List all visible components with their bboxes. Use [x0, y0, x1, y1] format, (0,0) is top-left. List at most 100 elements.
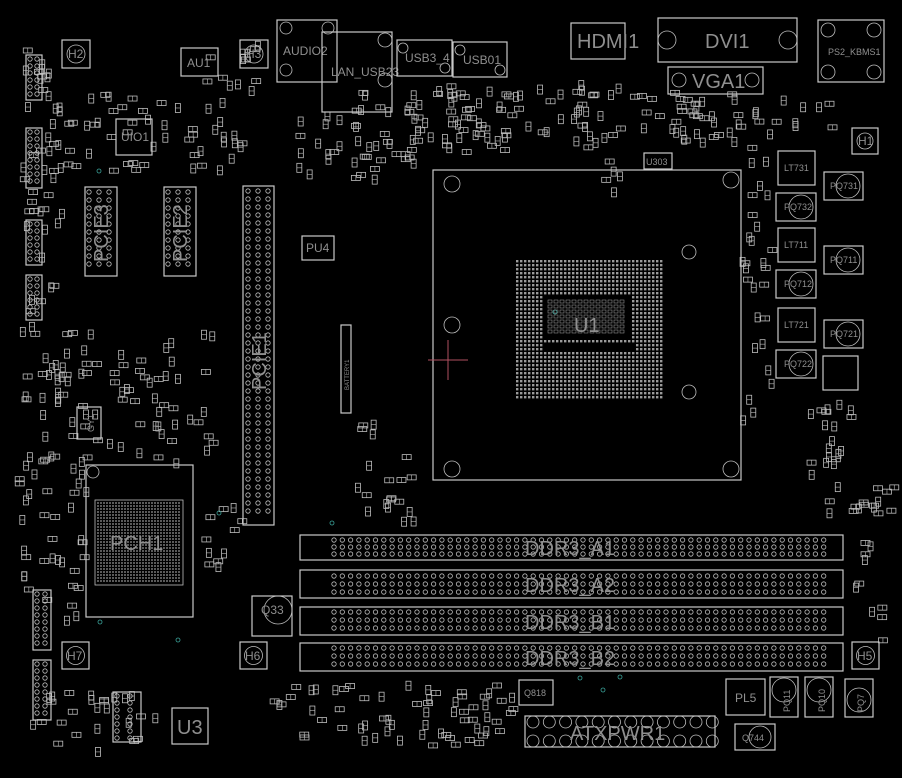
pin — [356, 645, 362, 651]
lga-pad — [540, 304, 543, 307]
component-crystal[interactable] — [822, 355, 859, 391]
lga-pad — [632, 296, 635, 299]
pin — [630, 551, 636, 557]
pin — [255, 484, 261, 490]
cap — [559, 299, 565, 304]
mount-hole-h5[interactable]: H5 — [851, 641, 880, 670]
bga-ball — [139, 559, 141, 561]
pin — [480, 551, 486, 557]
mosfet-q744[interactable]: Q744 — [734, 723, 776, 751]
connector-ps2-kbms1[interactable]: PS2_KBMS1 — [817, 19, 885, 83]
smd-component — [68, 329, 78, 336]
connector-usb01[interactable]: USB01 — [452, 41, 508, 78]
lga-pad — [548, 384, 551, 387]
bga-ball — [160, 508, 162, 510]
mount-hole-h1[interactable]: H1 — [851, 127, 879, 155]
slot-pcie3[interactable]: PCIE3 — [84, 186, 118, 277]
mosfet-q818[interactable]: Q818 — [518, 679, 554, 706]
smd-component — [46, 370, 52, 380]
connector-audio2[interactable]: AUDIO2 — [276, 19, 338, 83]
chip-u3[interactable]: U3 — [171, 707, 209, 745]
pin — [655, 661, 661, 667]
bga-ball — [121, 547, 123, 549]
inductor-lt731[interactable]: LT731 — [777, 150, 816, 186]
mosfet-pq10[interactable]: PQ10 — [804, 676, 834, 718]
mount-hole-h7[interactable]: H7 — [61, 641, 90, 670]
connector-usb3-4[interactable]: USB3_4 — [396, 39, 453, 77]
bga-ball — [157, 523, 159, 525]
pin — [381, 589, 387, 595]
pin — [738, 581, 744, 587]
slot-pcie1[interactable]: PCIE1 — [242, 185, 275, 526]
pin — [613, 645, 619, 651]
mosfet-q33[interactable]: Q33 — [251, 595, 293, 637]
cpu-socket-u1[interactable]: U1 — [432, 169, 742, 481]
bga-ball — [103, 577, 105, 579]
pin — [339, 617, 345, 623]
pin — [255, 340, 261, 346]
cap — [607, 324, 613, 329]
connector-atxpwr1[interactable]: ATXPWR1 — [524, 715, 719, 748]
lga-pad — [576, 372, 579, 375]
dimm-slot-ddr3-a2[interactable]: DDR3_A2 — [299, 569, 844, 599]
pin — [42, 703, 48, 709]
mount-hole-h2[interactable]: H2 — [61, 39, 91, 69]
bga-ball — [109, 571, 111, 573]
connector-dvi1[interactable]: DVI1 — [657, 17, 798, 63]
bga-ball — [142, 574, 144, 576]
mosfet-pq711[interactable]: PQ711 — [823, 245, 864, 275]
bga-ball — [130, 520, 132, 522]
lga-pad — [548, 352, 551, 355]
lga-pad — [640, 360, 643, 363]
battery1[interactable]: BATTERY1 — [340, 324, 352, 414]
slot-pcie2[interactable]: PCIE2 — [163, 186, 197, 277]
connector-hdmi1[interactable]: HDMI1 — [570, 22, 639, 60]
audio-codec-au1[interactable]: AU1 — [180, 47, 219, 77]
inductor-pl5[interactable]: PL5 — [725, 678, 766, 716]
pin — [630, 625, 636, 631]
super-io-uio1[interactable]: UIO1 — [115, 118, 153, 156]
mosfet-pq721[interactable]: PQ721 — [823, 319, 864, 349]
smd-component — [406, 474, 417, 481]
mosfet-pq11[interactable]: PQ11 — [769, 676, 799, 718]
dimm-slot-ddr3-a1[interactable]: DDR3_A1 — [299, 534, 844, 561]
chip-u303[interactable]: U303 — [643, 152, 673, 170]
regulator-pu4[interactable]: PU4 — [301, 235, 335, 261]
dimm-slot-ddr3-b2[interactable]: DDR3_B2 — [299, 642, 844, 672]
lga-pad — [528, 384, 531, 387]
pin — [563, 551, 570, 557]
inductor-lt711[interactable]: LT711 — [777, 227, 816, 263]
bga-ball — [124, 535, 126, 537]
mosfet-pq722[interactable]: PQ722 — [775, 349, 817, 379]
connector-vga1[interactable]: VGA1 — [667, 66, 764, 95]
mosfet-pq712[interactable]: PQ712 — [775, 269, 817, 299]
svg-text:PL5: PL5 — [735, 691, 757, 705]
inductor-lt721[interactable]: LT721 — [777, 307, 816, 343]
dimm-slot-ddr3-b1[interactable]: DDR3_B1 — [299, 606, 844, 636]
mosfet-pq732[interactable]: PQ732 — [775, 192, 817, 222]
lga-pad — [532, 320, 535, 323]
lga-pad — [548, 388, 551, 391]
lga-pad — [656, 368, 659, 371]
bga-ball — [133, 502, 135, 504]
pin — [347, 661, 354, 667]
smd-component — [608, 132, 618, 138]
pin — [621, 544, 628, 550]
mosfet-pq731[interactable]: PQ731 — [823, 171, 864, 201]
mosfet-pq7[interactable]: PQ7 — [844, 678, 874, 718]
bga-ball — [178, 520, 180, 522]
pin — [245, 284, 251, 290]
lga-pad — [644, 396, 647, 399]
bga-ball — [178, 565, 180, 567]
pin — [671, 609, 677, 615]
mount-hole-h6[interactable]: H6 — [239, 641, 268, 670]
chipset-pch1[interactable]: PCH1 — [85, 464, 194, 618]
pin — [34, 675, 40, 681]
lga-pad — [636, 364, 639, 367]
connector-lan-usb23[interactable]: LAN_USB23 — [321, 31, 399, 113]
pin — [655, 617, 661, 623]
pin — [605, 581, 611, 587]
crystal-gy1[interactable]: GY1 — [76, 406, 102, 440]
mount-hole-h3[interactable]: H3 — [239, 39, 269, 69]
